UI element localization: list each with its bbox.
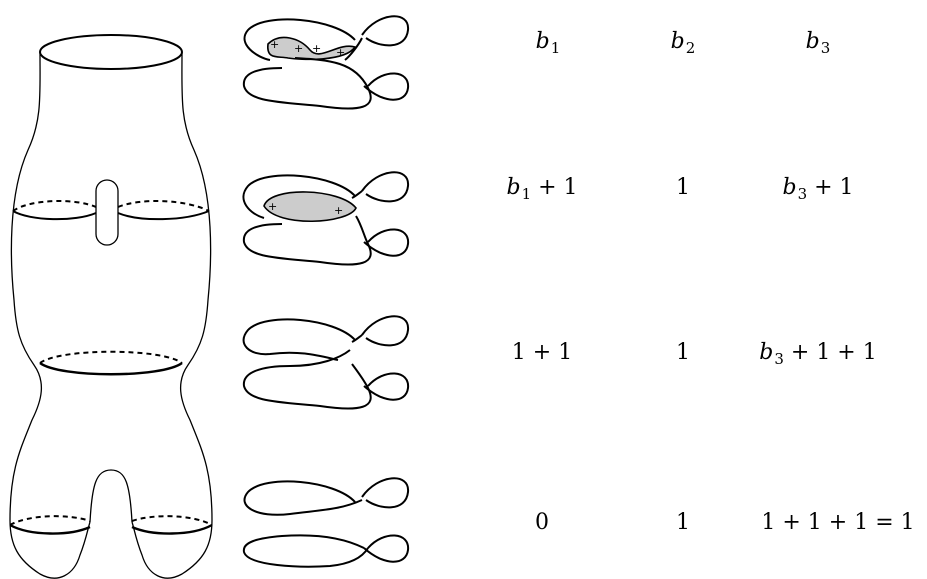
top-boundary-circle [39, 34, 183, 70]
row4-b3: 1 + 1 + 1 = 1 [761, 510, 915, 535]
knot-2-arc-outer [242, 174, 356, 219]
middle-cut-dashed [39, 350, 183, 364]
middle-cut-solid [39, 361, 183, 376]
knot-2-cross [351, 190, 363, 199]
row2-b1: b1 + 1 [506, 175, 578, 203]
upper-cut-right-dashed [117, 200, 210, 212]
knot-diagram-3 [242, 315, 410, 410]
knot-2-plus-marker: + [268, 200, 277, 213]
upper-cut-left-dashed [12, 200, 97, 212]
header-b3: b3 [805, 29, 831, 57]
knot-1-arc-lower [242, 57, 372, 110]
knot-3-arc-lower [242, 349, 372, 410]
knot-1-plus-marker: + [294, 42, 303, 55]
knot-1-plus-marker: + [312, 42, 321, 55]
knot-4-component-top [243, 480, 363, 516]
knot-diagram-1: + + + + [242, 15, 410, 110]
row3-b2: 1 [676, 340, 690, 365]
knot-4-component-bottom [242, 534, 369, 568]
row4-b2: 1 [676, 510, 690, 535]
surface-crotch [89, 469, 133, 523]
knot-3-cross [351, 334, 363, 343]
header-b2: b2 [670, 29, 696, 57]
header-b1: b1 [535, 29, 561, 57]
knot-1-bands [267, 36, 357, 61]
knot-2-shaded-band [263, 191, 357, 222]
surface-left-contour [9, 51, 91, 579]
knot-1-plus-marker: + [270, 38, 279, 51]
row2-b2: 1 [676, 175, 690, 200]
knot-1-plus-marker: + [336, 46, 345, 59]
row2-b3: b3 + 1 [782, 175, 854, 203]
lower-cut-right-dashed [131, 515, 213, 526]
knot-1-cross [344, 37, 363, 61]
knot-1-arc-outer [243, 18, 356, 61]
lower-cut-left-dashed [9, 515, 91, 526]
knot-diagram-4 [242, 477, 410, 568]
cobordism-surface [9, 34, 213, 579]
lower-cut-left-solid [9, 523, 91, 535]
row3-b1: 1 + 1 [511, 340, 573, 365]
upper-cut-right-solid [117, 210, 210, 221]
surface-right-contour [131, 51, 213, 579]
knot-2-arc-lower [242, 215, 372, 266]
knot-3-arc-outer [242, 318, 356, 361]
saddle-slot [95, 179, 119, 246]
knot-2-plus-marker: + [334, 204, 343, 217]
row3-b3: b3 + 1 + 1 [759, 340, 877, 368]
knot-diagram-2: + + [242, 171, 410, 266]
row4-b1: 0 [535, 510, 549, 535]
upper-cut-left-solid [12, 210, 97, 221]
lower-cut-right-solid [131, 523, 213, 535]
